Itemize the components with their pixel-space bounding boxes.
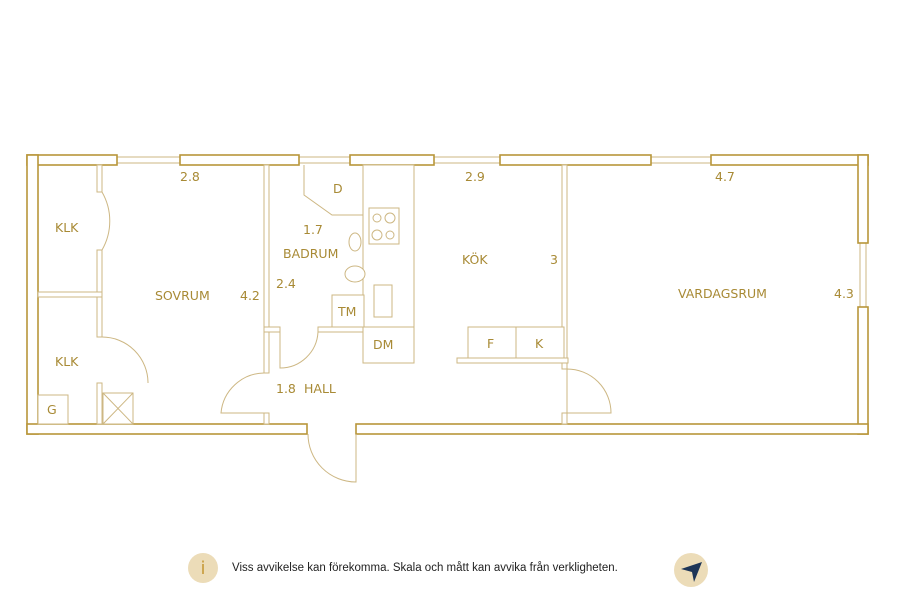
- doors: [101, 191, 612, 483]
- badrum-height: 2.4: [276, 276, 296, 291]
- freezer-label: K: [535, 336, 544, 351]
- disclaimer-text: Viss avvikelse kan förekomma. Skala och …: [232, 562, 618, 574]
- sovrum-width: 2.8: [180, 169, 200, 184]
- room-label-kok: KÖK: [462, 251, 488, 267]
- fixtures: [344, 207, 400, 318]
- washbasin-icon: [348, 232, 362, 252]
- vardagsrum-width: 4.7: [715, 169, 735, 184]
- compass-icon: [674, 553, 708, 587]
- vardagsrum-height: 4.3: [834, 286, 854, 301]
- room-label-dm: DM: [373, 337, 393, 352]
- room-label-badrum: BADRUM: [283, 246, 338, 261]
- room-label-d: D: [333, 181, 343, 196]
- badrum-width: 1.7: [303, 222, 323, 237]
- sink-icon: [373, 284, 393, 318]
- hall-width: 1.8: [276, 381, 296, 396]
- kok-height: 3: [550, 252, 558, 267]
- room-label-g: G: [47, 402, 57, 417]
- footer-note: i Viss avvikelse kan förekomma. Skala oc…: [188, 553, 618, 583]
- windows: [116, 156, 867, 308]
- sovrum-height: 4.2: [240, 288, 260, 303]
- kok-width: 2.9: [465, 169, 485, 184]
- room-label-hall: HALL: [304, 381, 336, 396]
- room-label-vardagsrum: VARDAGSRUM: [678, 286, 767, 301]
- info-icon: i: [188, 553, 218, 583]
- room-label-tm: TM: [337, 304, 356, 319]
- room-label-sovrum: SOVRUM: [155, 288, 210, 303]
- outer-walls: [26, 154, 869, 435]
- room-label-klk: KLK: [55, 354, 79, 369]
- fridge-label: F: [487, 336, 494, 351]
- toilet-icon: [344, 265, 366, 283]
- interior-walls: [37, 164, 569, 425]
- room-label-klk: KLK: [55, 220, 79, 235]
